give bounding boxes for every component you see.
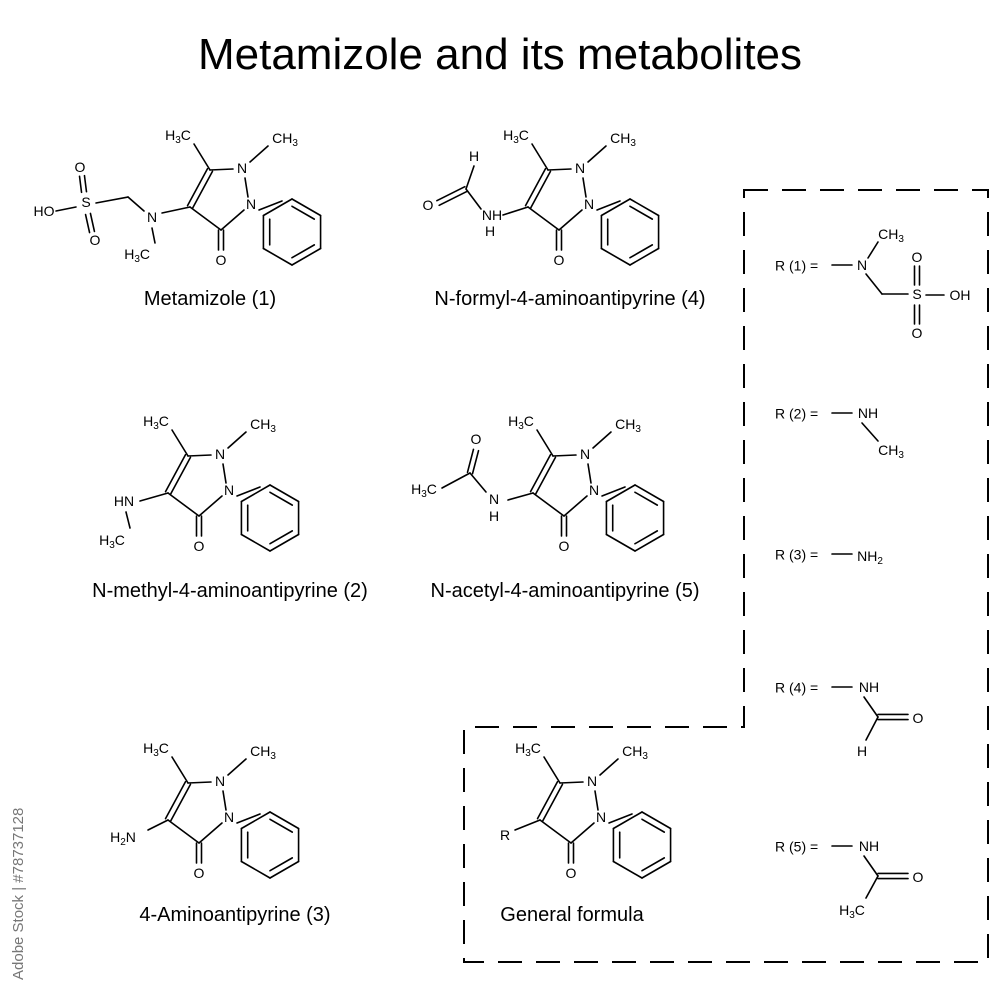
oxygen-label: O: [559, 538, 570, 554]
nitrogen-label: N: [489, 491, 499, 507]
methyl-label: H3C: [99, 532, 125, 551]
sulfur-label: S: [912, 286, 921, 302]
methyl-label: H3C: [165, 127, 191, 146]
nitrogen-label: N: [589, 482, 599, 498]
amine-label: H2N: [110, 829, 136, 848]
hydrogen-label: H: [469, 148, 479, 164]
compound-name: N-acetyl-4-aminoantipyrine (5): [431, 580, 700, 602]
nitrogen-label: N: [215, 773, 225, 789]
nitrogen-label: N: [224, 482, 234, 498]
oxygen-label: O: [913, 710, 924, 726]
oxygen-label: O: [912, 325, 923, 341]
r-group-dashed-box: [463, 189, 989, 963]
page-title: Metamizole and its metabolites: [197, 30, 803, 79]
oxygen-label: O: [554, 252, 565, 268]
methyl-label: H3C: [411, 481, 437, 500]
r-group-label: R (5) =: [775, 839, 818, 855]
r-group-label: R: [500, 827, 510, 843]
nitrogen-label: N: [575, 160, 585, 176]
methyl-label: H3C: [143, 413, 169, 432]
oxygen-label: O: [912, 249, 923, 265]
sulfur-label: S: [81, 194, 90, 210]
hydrogen-label: H: [485, 223, 495, 239]
compound-name: N-formyl-4-aminoantipyrine (4): [434, 288, 705, 310]
amine-label: NH2: [857, 548, 883, 567]
watermark: Adobe Stock | #78737128: [6, 780, 32, 980]
methyl-label: CH3: [610, 130, 636, 149]
amine-label: NH: [482, 207, 502, 223]
oxygen-label: O: [75, 159, 86, 175]
amine-label: NH: [859, 679, 879, 695]
methyl-label: CH3: [878, 442, 904, 461]
compound-name: General formula: [500, 904, 644, 926]
oxygen-label: O: [90, 232, 101, 248]
oxygen-label: O: [471, 431, 482, 447]
r-group-label: R (3) =: [775, 547, 818, 563]
nitrogen-label: N: [857, 257, 867, 273]
oxygen-label: O: [216, 252, 227, 268]
r-group-label: R (2) =: [775, 406, 818, 422]
r-group-label: R (1) =: [775, 258, 818, 274]
methyl-label: CH3: [250, 743, 276, 762]
nitrogen-label: N: [587, 773, 597, 789]
r-group-2: NH CH3: [831, 405, 904, 461]
nitrogen-label: N: [215, 446, 225, 462]
nitrogen-label: N: [147, 209, 157, 225]
nitrogen-label: N: [237, 160, 247, 176]
methyl-label: CH3: [272, 130, 298, 149]
compound-name: Metamizole (1): [144, 288, 276, 310]
methyl-label: CH3: [878, 226, 904, 245]
r-group-label: R (4) =: [775, 680, 818, 696]
methyl-label: H3C: [515, 740, 541, 759]
compound-name: N-methyl-4-aminoantipyrine (2): [92, 580, 368, 602]
r-group-4: NH O H: [831, 679, 924, 759]
methyl-label: H3C: [143, 740, 169, 759]
nitrogen-label: N: [584, 196, 594, 212]
oxygen-label: O: [194, 865, 205, 881]
watermark-text: Adobe Stock | #78737128: [10, 807, 27, 980]
compound-name: 4-Aminoantipyrine (3): [139, 904, 330, 926]
oxygen-label: O: [913, 869, 924, 885]
methyl-label: H3C: [503, 127, 529, 146]
hydroxyl-label: HO: [34, 203, 55, 219]
hydrogen-label: H: [489, 508, 499, 524]
methyl-label: H3C: [839, 902, 865, 921]
methyl-label: CH3: [615, 416, 641, 435]
hydrogen-label: H: [857, 743, 867, 759]
nitrogen-label: N: [246, 196, 256, 212]
nitrogen-label: N: [224, 809, 234, 825]
amine-label: NH: [858, 405, 878, 421]
r-group-3: NH2: [831, 548, 883, 567]
oxygen-label: O: [566, 865, 577, 881]
oxygen-label: O: [194, 538, 205, 554]
methyl-label: CH3: [622, 743, 648, 762]
nitrogen-label: N: [596, 809, 606, 825]
methyl-label: CH3: [250, 416, 276, 435]
r-group-5: NH O H3C: [831, 838, 924, 921]
amine-label: HN: [114, 493, 134, 509]
methyl-label: H3C: [124, 246, 150, 265]
hydroxyl-label: OH: [950, 287, 971, 303]
methyl-label: H3C: [508, 413, 534, 432]
amine-label: NH: [859, 838, 879, 854]
oxygen-label: O: [423, 197, 434, 213]
nitrogen-label: N: [580, 446, 590, 462]
